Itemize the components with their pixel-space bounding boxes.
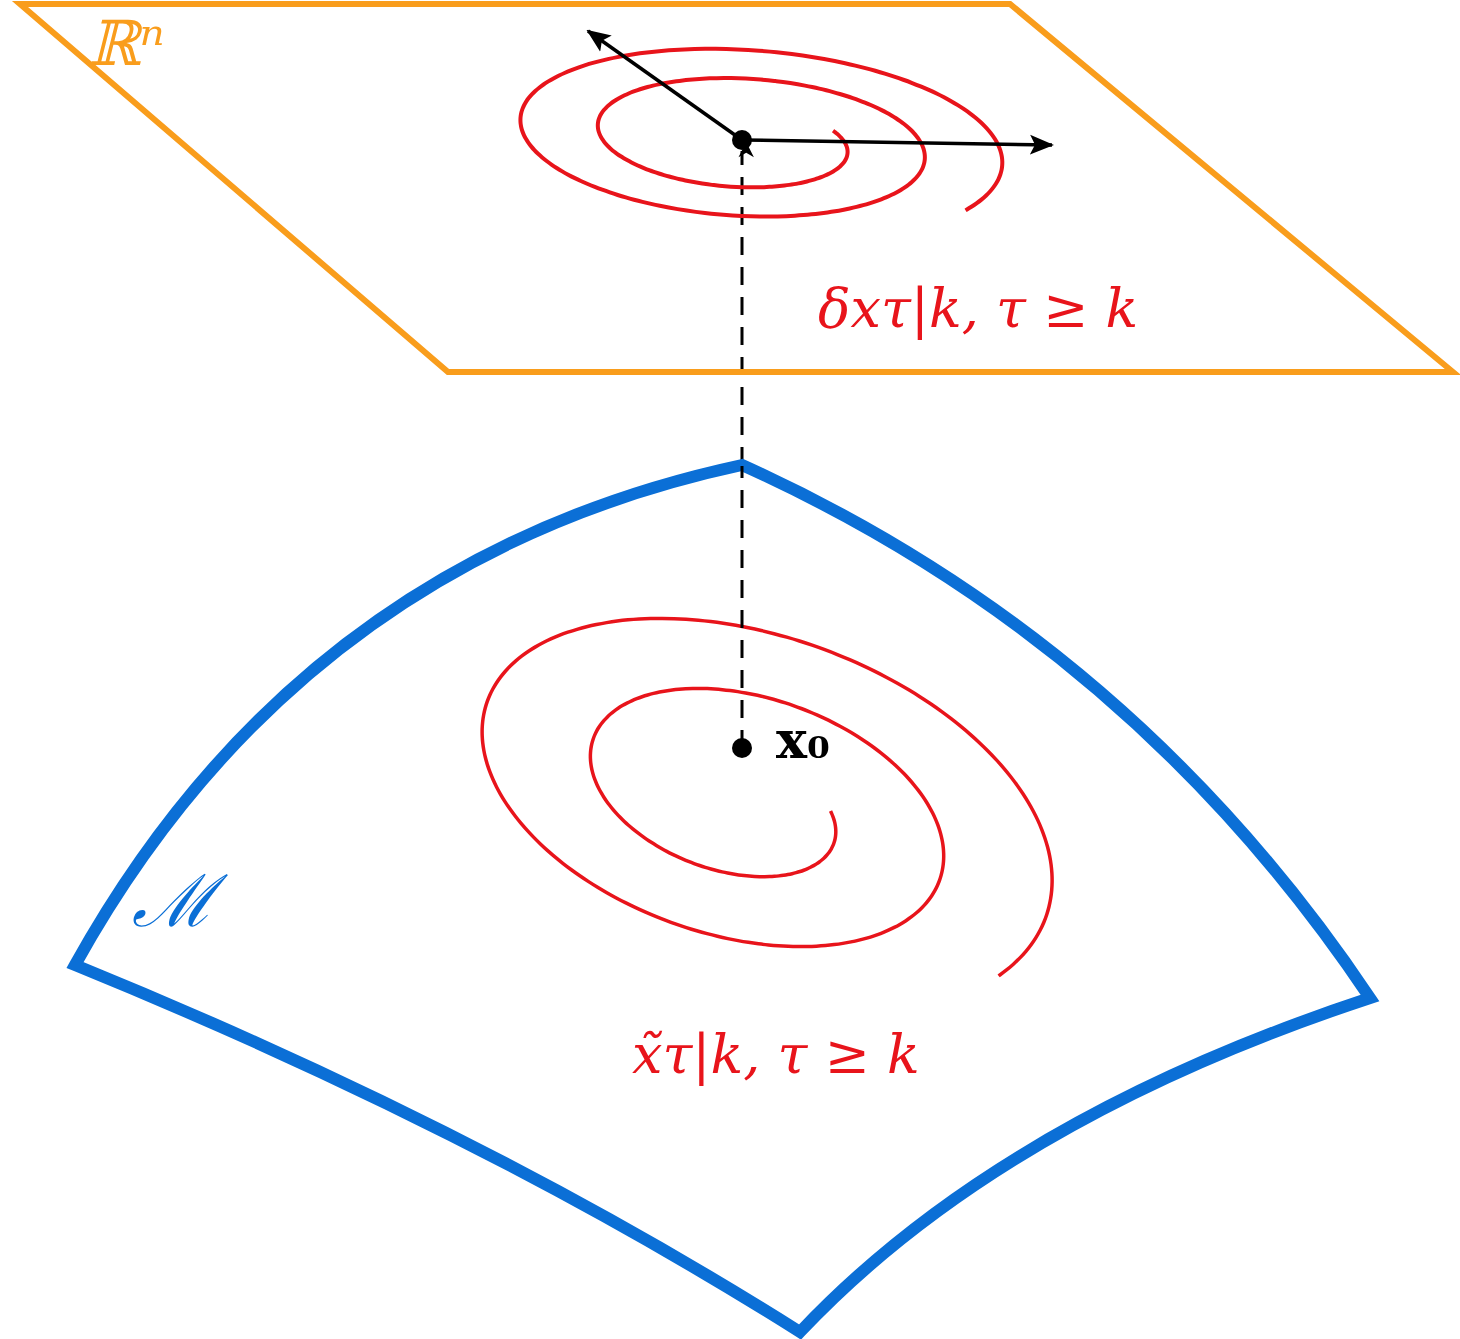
manifold-label: ℳ bbox=[132, 860, 215, 943]
projection-line bbox=[741, 466, 744, 748]
trajectory-spiral bbox=[482, 618, 1052, 976]
plane-illustration bbox=[0, 0, 1460, 376]
tangent-point bbox=[732, 130, 752, 150]
basis-arrow bbox=[588, 31, 742, 140]
basis-arrow bbox=[742, 140, 1052, 145]
perturbation-label: δxτ|k, τ ≥ k bbox=[818, 278, 1138, 340]
vector-space-plane: ℝⁿ δxτ|k, τ ≥ k bbox=[0, 0, 1460, 376]
point-label: x₀ bbox=[776, 710, 830, 770]
space-label: ℝⁿ bbox=[88, 8, 165, 79]
plane-outline bbox=[20, 4, 1453, 372]
trajectory-label: x̃τ|k, τ ≥ k bbox=[632, 1024, 920, 1086]
projection-arrow bbox=[741, 151, 744, 465]
manifold-region: x₀ ℳx̃τ|k, τ ≥ k bbox=[66, 456, 1386, 1339]
manifold-outline bbox=[75, 465, 1370, 1332]
manifold-illustration bbox=[66, 456, 1386, 1339]
projected-spiral bbox=[520, 49, 1002, 217]
base-point bbox=[732, 738, 752, 758]
